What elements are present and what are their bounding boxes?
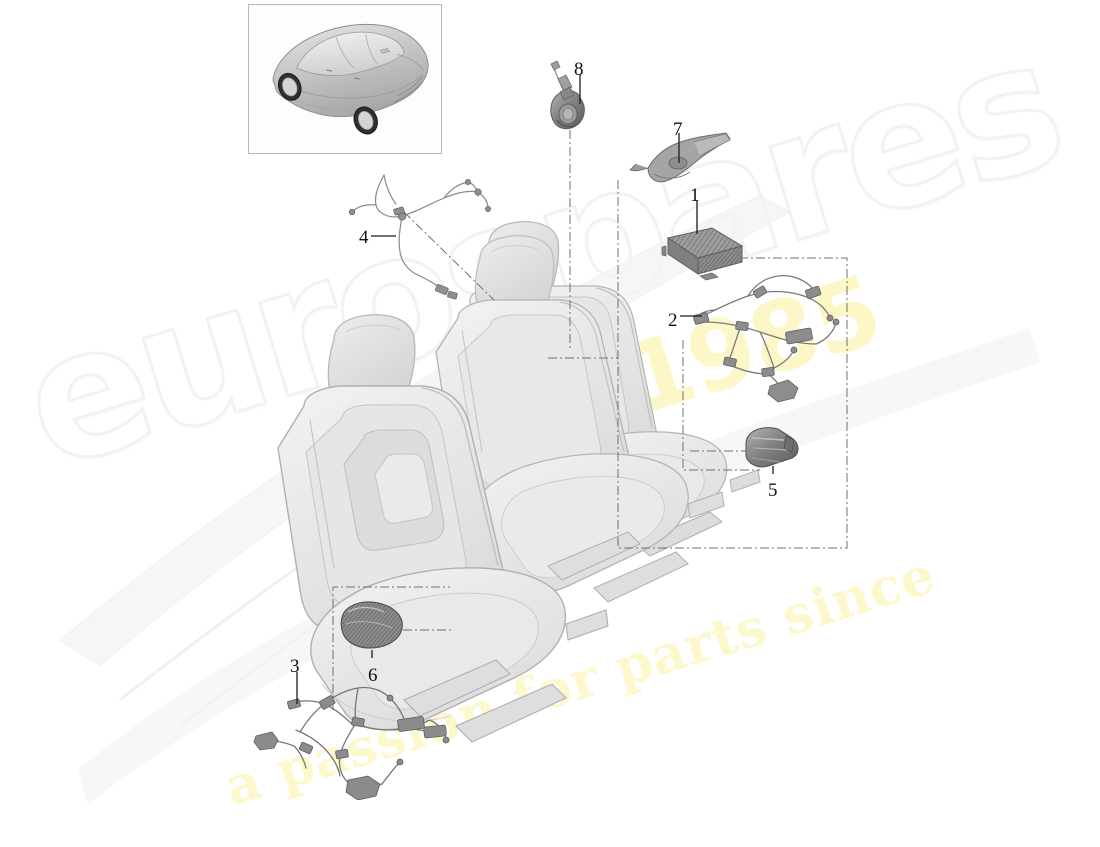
callout-label-6[interactable]: 6	[368, 665, 378, 686]
part-4-wiring-harness-backrest	[348, 174, 491, 300]
part-8-belt-buckle-switch	[550, 60, 585, 130]
callout-label-7[interactable]: 7	[673, 119, 683, 140]
callout-label-5[interactable]: 5	[768, 480, 778, 501]
callout-label-8[interactable]: 8	[574, 59, 584, 80]
parts-diagram-canvas: eurospares 1985 a passion for parts sinc…	[0, 0, 1082, 819]
vehicle-thumbnail[interactable]	[248, 4, 442, 154]
leader-part4-to-seat	[403, 211, 495, 301]
callout-label-4[interactable]: 4	[359, 227, 369, 248]
part-2-wiring-harness-right	[693, 274, 840, 403]
part-5-seat-occupancy-sensor	[745, 427, 799, 468]
part-6-seat-belt-warning-sensor	[340, 601, 403, 649]
callout-leader-lines	[296, 74, 774, 704]
callout-label-1[interactable]: 1	[690, 185, 700, 206]
callout-label-2[interactable]: 2	[668, 310, 678, 331]
callout-label-3[interactable]: 3	[290, 656, 300, 677]
diagram-artwork	[59, 60, 848, 800]
porsche-macan-icon	[272, 23, 429, 135]
part-7-cover-trim-bracket	[629, 132, 731, 183]
